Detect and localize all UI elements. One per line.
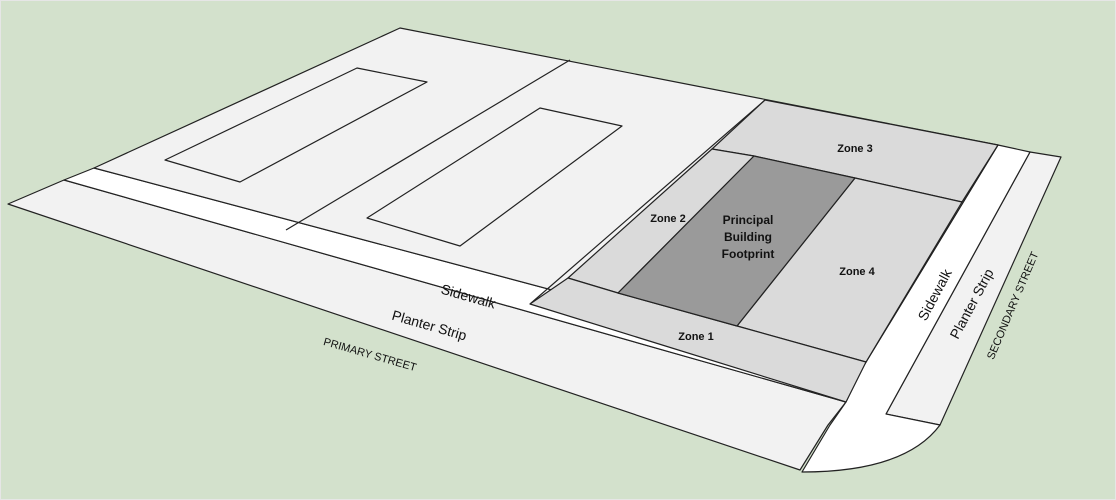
principal-building-footprint	[617, 155, 856, 327]
footprint-label-line2: Building	[724, 230, 772, 244]
zone-1-label: Zone 1	[678, 331, 713, 343]
footprint-label-line1: Principal	[723, 213, 774, 227]
parking-island-1	[164, 67, 428, 183]
zone-2-label: Zone 2	[650, 213, 685, 225]
sidewalk-secondary	[801, 144, 1031, 473]
zone-3-label: Zone 3	[837, 143, 872, 155]
parking-divider-1	[285, 59, 571, 231]
zone-4-label: Zone 4	[839, 266, 875, 278]
footprint-label-line3: Footprint	[722, 247, 775, 261]
parking-island-2	[366, 107, 623, 247]
planter-strip-primary	[7, 179, 847, 471]
parking-divider-2	[529, 99, 766, 305]
